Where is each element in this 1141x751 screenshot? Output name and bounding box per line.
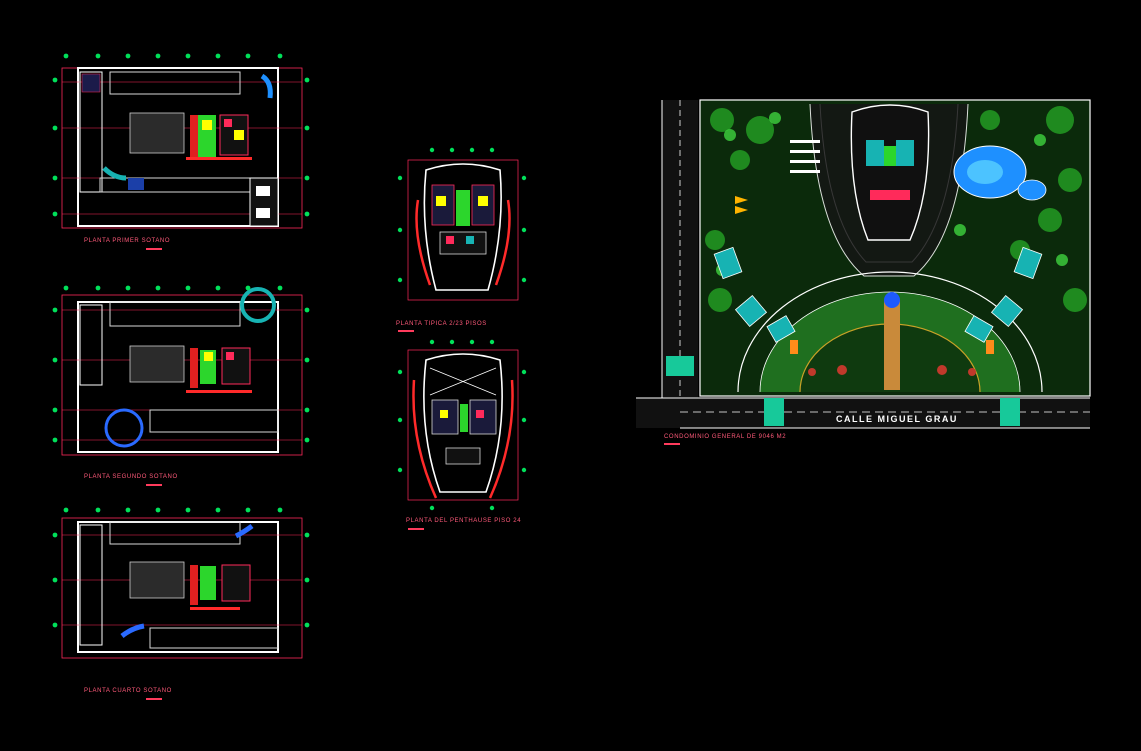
plan-penthouse (397, 339, 527, 511)
title-underline (146, 248, 162, 250)
title-underline (664, 443, 680, 445)
plan-tipica (397, 147, 527, 301)
title-underline (146, 698, 162, 700)
street-name-label: CALLE MIGUEL GRAU (836, 414, 958, 424)
title-underline (398, 330, 414, 332)
plan-primer-sotano (52, 53, 310, 229)
plan-cuarto-sotano (52, 507, 310, 659)
plan-segundo-sotano (52, 285, 310, 456)
plan-title-primer-sotano: PLANTA PRIMER SOTANO (84, 238, 171, 244)
plan-title-penthouse: PLANTA DEL PENTHAUSE PISO 24 (406, 518, 522, 524)
title-underline (408, 528, 424, 530)
plan-title-cuarto-sotano: PLANTA CUARTO SOTANO (84, 688, 172, 694)
plan-title-condominio: CONDOMINIO GENERAL DE 9046 M2 (664, 434, 787, 440)
title-underline (146, 484, 162, 486)
plan-title-segundo-sotano: PLANTA SEGUNDO SOTANO (84, 474, 178, 480)
site-plan-condominio (636, 99, 1091, 429)
plan-title-tipica: PLANTA TIPICA 2/23 PISOS (396, 321, 487, 327)
